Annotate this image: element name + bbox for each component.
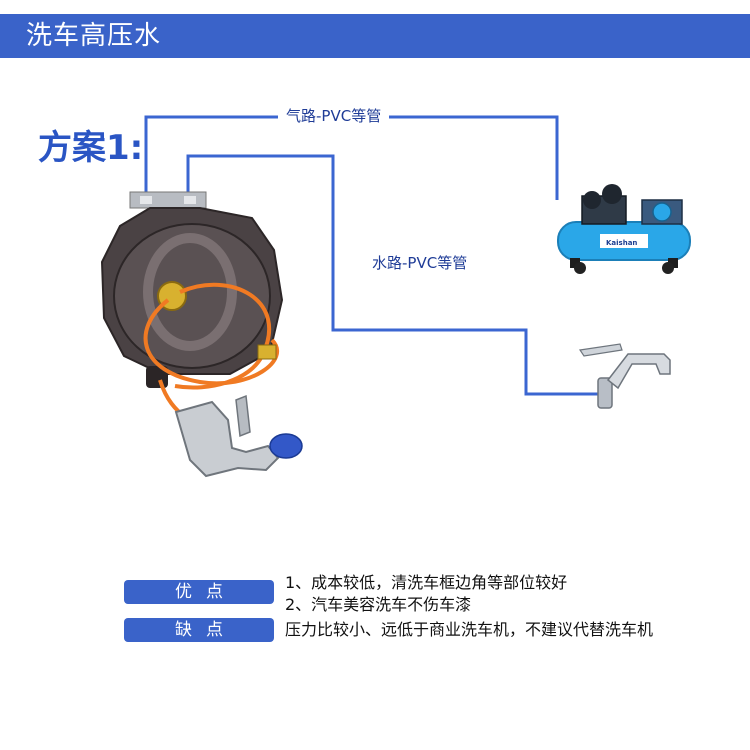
advantage-item: 2、汽车美容洗车不伤车漆 — [285, 595, 472, 614]
header-bar: 洗车高压水 — [0, 14, 750, 58]
hose-reel-icon — [100, 191, 284, 388]
air-compressor-icon: Kaishan — [557, 184, 691, 274]
advantages-badge: 优点 — [124, 580, 274, 604]
advantage-item: 1、成本较低，清洗车框边角等部位较好 — [285, 573, 568, 592]
plan-heading: 方案1: — [38, 128, 144, 168]
compressor-brand: Kaishan — [606, 239, 637, 247]
disadvantage-item: 压力比较小、远低于商业洗车机，不建议代替洗车机 — [285, 620, 654, 639]
spray-gun-icon — [174, 394, 303, 478]
water-pipe-line — [186, 154, 598, 396]
air-pipe-label: 气路-PVC等管 — [278, 104, 390, 128]
disadvantages-badge: 缺点 — [124, 618, 274, 642]
water-faucet-icon — [578, 343, 671, 409]
page-title: 洗车高压水 — [26, 21, 162, 51]
water-pipe-label: 水路-PVC等管 — [364, 251, 476, 275]
air-pipe-line — [144, 115, 559, 200]
orange-hose — [143, 298, 280, 386]
